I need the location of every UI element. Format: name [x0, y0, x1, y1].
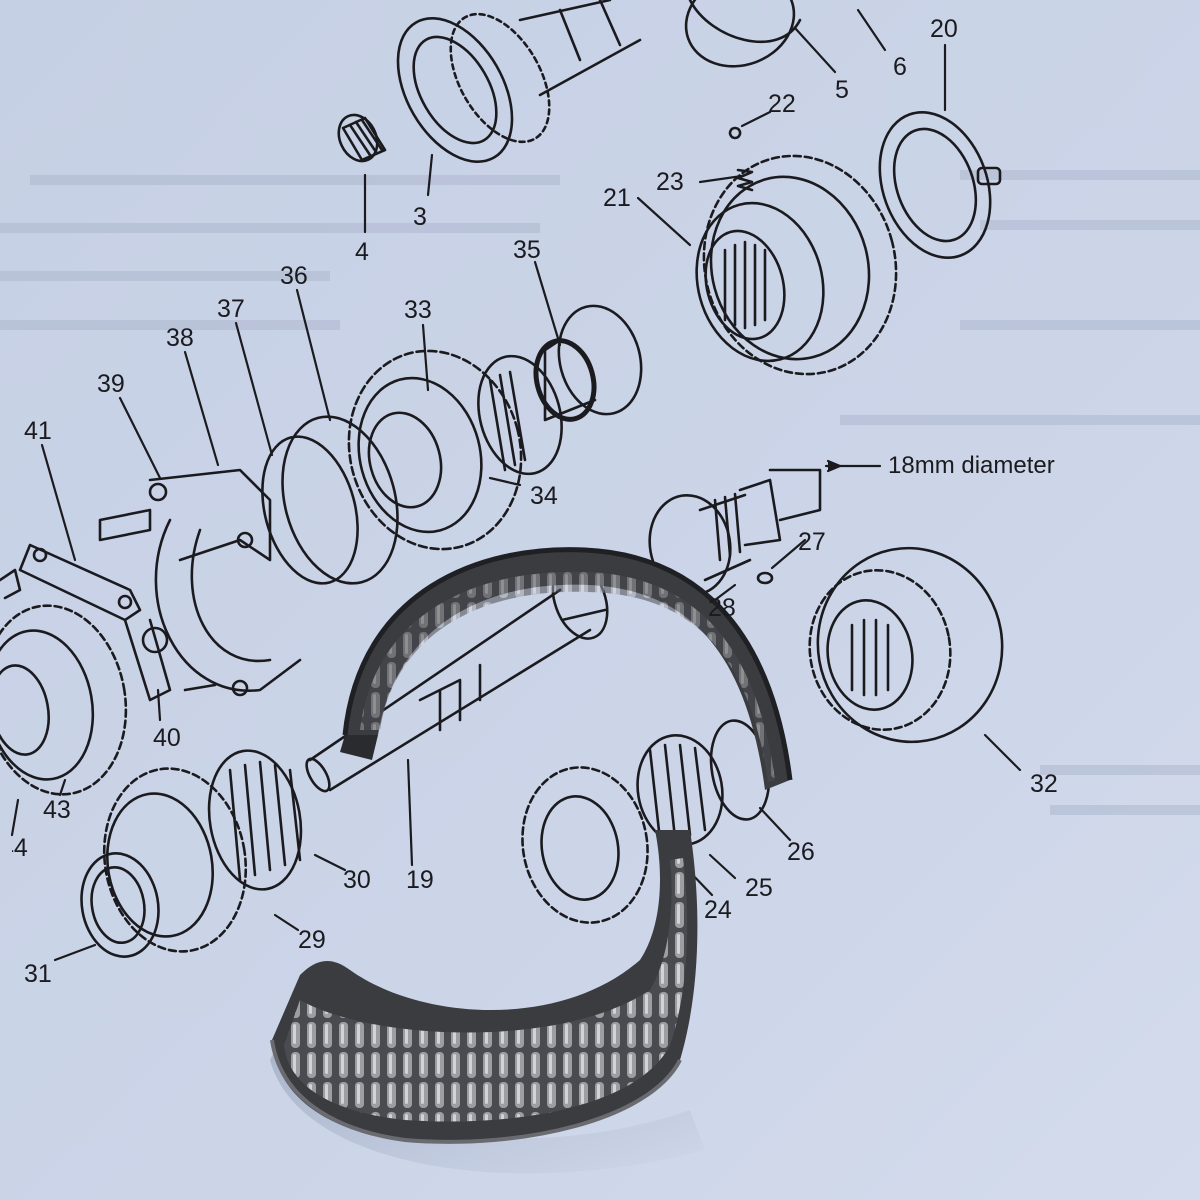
line-drawing: [0, 0, 1022, 962]
callout-27: 27: [798, 528, 826, 556]
callout-22: 22: [768, 90, 796, 118]
callout-43: 43: [43, 796, 71, 824]
ball-22: [728, 126, 742, 140]
callout-3: 3: [413, 203, 427, 231]
callout-37: 37: [217, 295, 245, 323]
callout-33: 33: [404, 296, 432, 324]
leader-lines: [10, 8, 1022, 962]
callout-21: 21: [603, 184, 631, 212]
synchro-ring-20: [878, 111, 1002, 259]
selector-fork: [98, 468, 302, 697]
bearing-rim-highlight: [270, 1039, 682, 1144]
synchro-hub-21: [695, 154, 898, 376]
bearing-inner-edge: [340, 735, 378, 760]
callout-28: 28: [708, 594, 736, 622]
bearing-top-rim: [342, 547, 793, 781]
callout-30: 30: [343, 866, 371, 894]
needle-bearing-cage: [270, 547, 793, 1174]
callout-41: 41: [24, 417, 52, 445]
bearing-lower-rollers: [284, 858, 688, 1122]
callout-26: 26: [787, 838, 815, 866]
callout-31: 31: [24, 960, 52, 988]
callout-44: 44: [0, 834, 28, 862]
lever-41: [0, 543, 172, 702]
callout-6: 6: [893, 53, 907, 81]
callout-38: 38: [166, 324, 194, 352]
spring-23: [736, 168, 754, 192]
needle-roller-4: [337, 113, 387, 163]
callout-35: 35: [513, 236, 541, 264]
synchro-hub-32: [808, 546, 1004, 744]
lower-gear-29: [80, 749, 303, 958]
callout-39: 39: [97, 370, 125, 398]
left-gear-43: [0, 604, 128, 796]
callout-34: 34: [530, 482, 558, 510]
callout-40: 40: [153, 724, 181, 752]
callout-19: 19: [406, 866, 434, 894]
bearing-shadow: [270, 1040, 705, 1174]
faint-text-lines: [0, 170, 1200, 815]
gear-stack-33: [261, 304, 643, 585]
callout-32: 32: [1030, 770, 1058, 798]
callout-5: 5: [835, 76, 849, 104]
callout-20: 20: [930, 15, 958, 43]
callout-36: 36: [280, 262, 308, 290]
callout-24: 24: [704, 896, 732, 924]
callout-29: 29: [298, 926, 326, 954]
annotation-18mm-diameter: 18mm diameter: [888, 452, 1055, 479]
callout-4: 4: [355, 238, 369, 266]
callout-23: 23: [656, 168, 684, 196]
top-gear-assembly: [396, 0, 802, 163]
callout-25: 25: [745, 874, 773, 902]
